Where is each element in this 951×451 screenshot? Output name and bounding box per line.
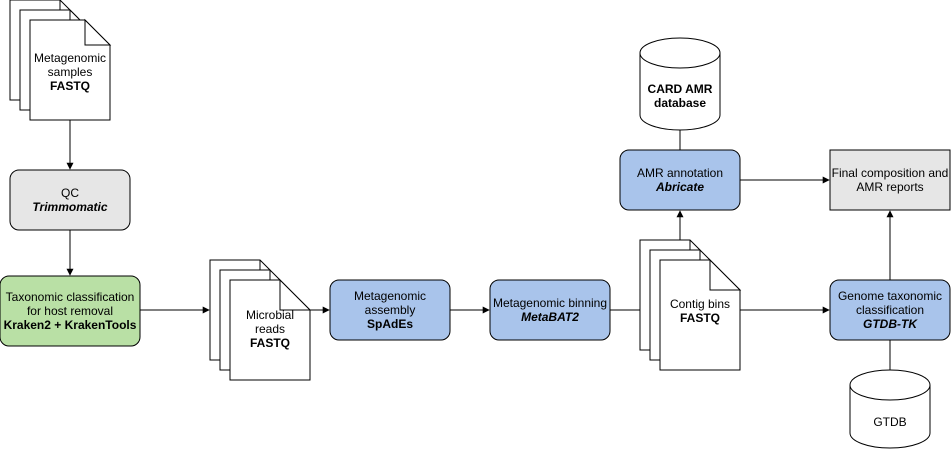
final-label: Final composition and AMR reports <box>830 150 950 210</box>
binning-label-tool: MetaBAT2 <box>521 310 579 324</box>
card-label: CARD AMR database <box>640 76 720 116</box>
gtdbtk-label-line2: classification <box>855 303 925 317</box>
taxclass-label: Taxonomic classification for host remova… <box>0 276 140 346</box>
qc-label-tool: Trimmomatic <box>32 200 108 214</box>
assembly-label-tool: SpAdEs <box>366 317 413 331</box>
amr-label-title: AMR annotation <box>636 166 724 180</box>
samples-label: Metagenomic samples FASTQ <box>30 44 110 100</box>
gtdbtk-label-tool: GTDB-TK <box>863 317 917 331</box>
binning-label: Metagenomic binning MetaBAT2 <box>490 280 610 340</box>
final-node-box <box>829 149 951 211</box>
taxclass-node-box <box>0 275 141 347</box>
gtdbtk-label-line1: Genome taxonomic <box>837 289 943 303</box>
taxclass-label-line2: for host removal <box>26 304 114 318</box>
reads-label-format: FASTQ <box>249 336 290 350</box>
reads-document-stack <box>209 259 312 381</box>
samples-document-stack <box>9 0 112 121</box>
samples-label-format: FASTQ <box>49 79 90 93</box>
assembly-label-line2: assembly <box>364 303 416 317</box>
taxclass-label-line1: Taxonomic classification <box>5 290 135 304</box>
samples-label-line1: Metagenomic <box>33 51 107 65</box>
binning-label-title: Metagenomic binning <box>492 296 608 310</box>
amr-label-tool: Abricate <box>655 180 705 194</box>
final-label-line2: AMR reports <box>856 180 924 194</box>
samples-label-line2: samples <box>47 65 93 79</box>
card-label-line1: CARD AMR <box>647 82 713 96</box>
bins-label-format: FASTQ <box>679 311 720 325</box>
gtdb-database-cylinder <box>849 369 931 449</box>
final-label-line1: Final composition and <box>831 166 949 180</box>
taxclass-label-tool: Kraken2 + KrakenTools <box>3 318 137 332</box>
bins-label-title: Contig bins <box>669 297 731 311</box>
qc-label: QC Trimmomatic <box>10 170 130 230</box>
reads-label-line2: reads <box>254 322 286 336</box>
reads-label-line1: Microbial <box>245 308 294 322</box>
gtdb-label: GTDB <box>850 412 930 432</box>
reads-label: Microbial reads FASTQ <box>230 306 310 352</box>
qc-label-title: QC <box>61 186 79 200</box>
gtdbtk-label: Genome taxonomic classification GTDB-TK <box>830 280 950 340</box>
assembly-label-line1: Metagenomic <box>353 289 427 303</box>
amr-label: AMR annotation Abricate <box>620 150 740 210</box>
bins-label: Contig bins FASTQ <box>660 294 740 328</box>
bins-document-stack <box>639 239 742 371</box>
card-label-line2: database <box>653 96 707 110</box>
assembly-label: Metagenomic assembly SpAdEs <box>330 280 450 340</box>
gtdb-label-line1: GTDB <box>873 415 907 429</box>
